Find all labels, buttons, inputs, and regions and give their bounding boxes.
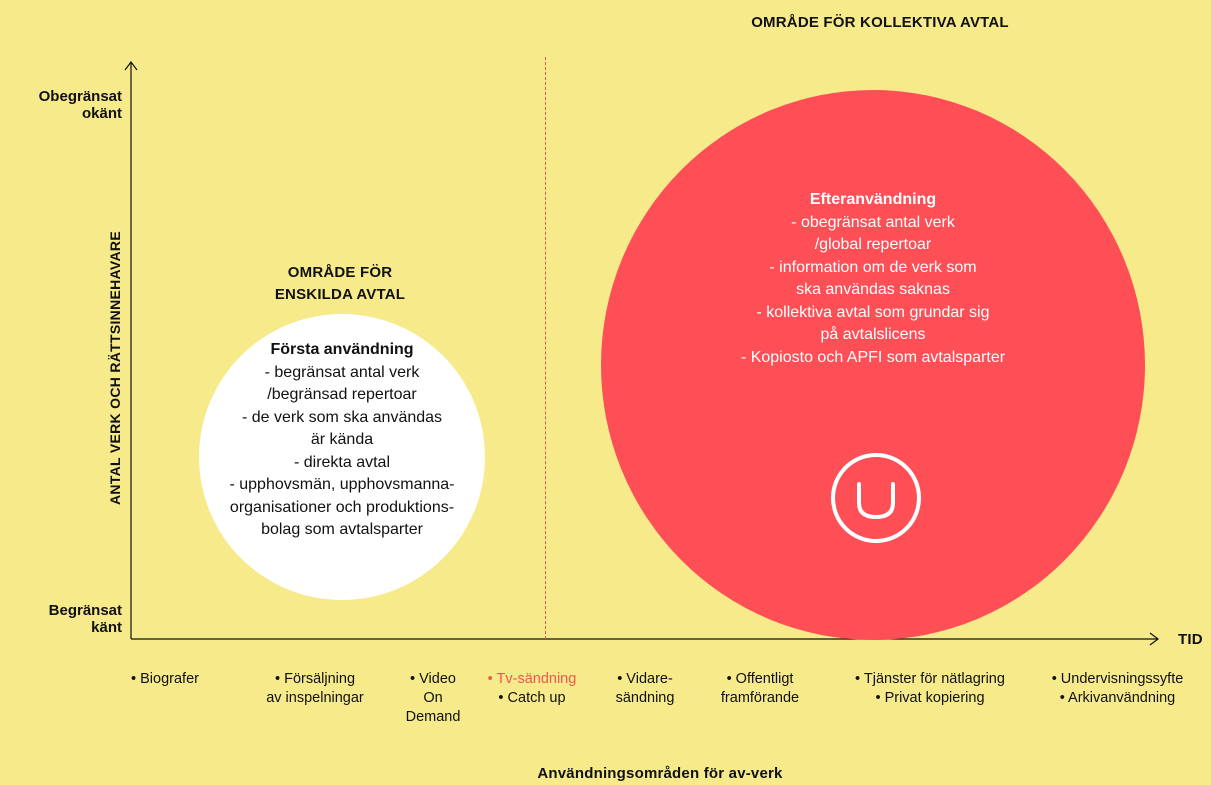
x-footer-title: Användningsområden för av-verk	[537, 765, 783, 782]
x-axis-arrow	[1149, 632, 1159, 646]
after-use-line: /global repertoar	[814, 236, 932, 253]
after-use-line: - information om de verk som	[769, 258, 977, 276]
after-use-line: - Kopiosto och APFI som avtalsparter	[740, 348, 1006, 366]
first-use-line: - begränsat antal verk	[264, 363, 420, 381]
first-use-circle	[199, 314, 485, 600]
collective-area-heading: OMRÅDE FÖR KOLLEKTIVA AVTAL	[751, 14, 1009, 31]
category-biografer: • Biografer	[131, 671, 199, 687]
individual-area-heading: OMRÅDE FÖR ENSKILDA AVTAL	[274, 264, 406, 303]
category-tv: • Tv-sändning • Catch up	[472, 670, 592, 708]
category-vod: • Video On Demand	[405, 671, 461, 725]
first-use-line: - direkta avtal	[293, 453, 391, 471]
first-use-line: är kända	[310, 431, 374, 448]
y-axis-title: ANTAL VERK OCH RÄTTSINNEHAVARE	[107, 231, 123, 505]
first-use-text: Första användning - begränsat antal verk…	[199, 339, 485, 542]
x-axis-title: TID	[1178, 631, 1203, 648]
after-use-title: Efteranvändning	[809, 191, 937, 208]
category-offentligt: • Offentligt framförande	[720, 671, 800, 706]
y-label-bottom: Begränsat känt	[48, 602, 122, 636]
category-natlagring: • Tjänster för nätlagring • Privat kopie…	[855, 671, 1005, 706]
first-use-line: bolag som avtalsparter	[261, 521, 423, 538]
after-use-line: ska användas saknas	[796, 281, 950, 298]
y-label-top: Obegränsat okänt	[38, 88, 122, 122]
first-use-title: Första användning	[270, 341, 414, 358]
after-use-line: - kollektiva avtal som grundar sig	[756, 303, 990, 321]
category-forsaljning: • Försäljning av inspelningar	[266, 671, 364, 706]
first-use-line: - de verk som ska användas	[241, 408, 443, 426]
smile-icon	[831, 453, 921, 543]
after-use-text: Efteranvändning - obegränsat antal verk …	[601, 189, 1145, 369]
y-axis-arrow	[124, 61, 138, 71]
tv-sandning-highlight: • Tv-sändning	[487, 671, 577, 687]
first-use-line: organisationer och produktions-	[229, 498, 455, 516]
first-use-line: /begränsad repertoar	[267, 386, 417, 403]
area-divider	[545, 57, 546, 639]
after-use-line: - obegränsat antal verk	[791, 213, 955, 231]
category-undervisning: • Undervisningssyfte • Arkivanvändning	[1051, 671, 1184, 706]
after-use-circle	[601, 90, 1145, 640]
first-use-line: - upphovsmän, upphovsmanna-	[229, 476, 455, 493]
category-vidaresandning: • Vidare- sändning	[615, 671, 675, 706]
after-use-line: på avtalslicens	[820, 326, 926, 343]
